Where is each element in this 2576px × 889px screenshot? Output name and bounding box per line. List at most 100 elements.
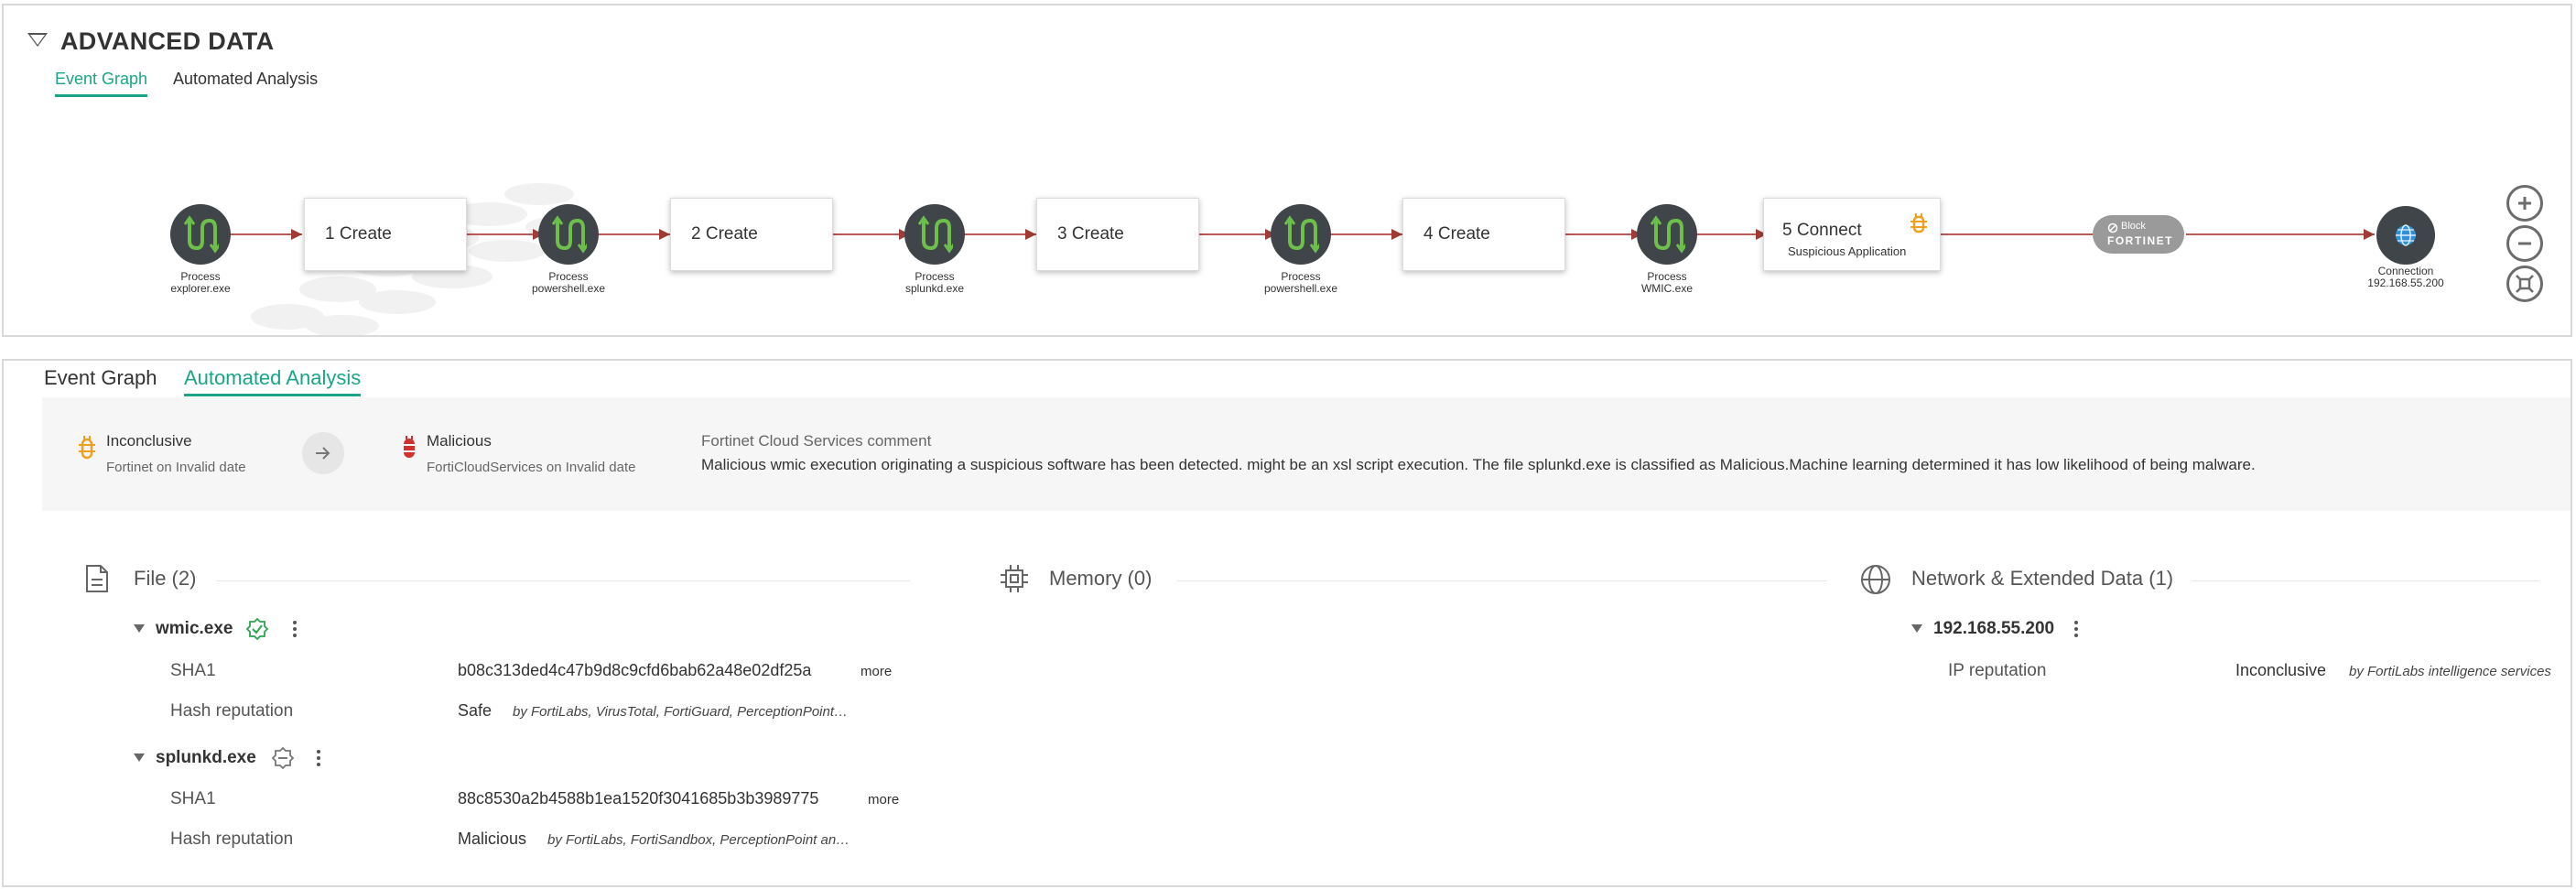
comment-text: Malicious wmic execution originating a s…: [701, 456, 2256, 473]
inconclusive-bug-icon: [1910, 213, 1927, 233]
graph-edge: [231, 233, 302, 235]
event-label: 3 Create: [1057, 224, 1124, 244]
more-link[interactable]: more: [860, 664, 893, 679]
collapse-caret-icon[interactable]: [134, 624, 145, 633]
event-label: 5 Connect: [1782, 221, 1862, 240]
edge-arrowhead: [291, 229, 302, 240]
verdict-to-status: Malicious: [427, 432, 492, 450]
malicious-bug-icon: [401, 436, 417, 458]
event-box-1-create[interactable]: 1 Create: [304, 198, 467, 271]
process-node-powershell-2[interactable]: [1271, 204, 1331, 265]
tab-event-graph[interactable]: Event Graph: [44, 366, 157, 389]
process-icon: [551, 215, 587, 254]
collapse-caret-icon[interactable]: [27, 33, 48, 47]
advanced-data-title: ADVANCED DATA: [60, 27, 275, 55]
hash-reputation-source: by FortiLabs, FortiSandbox, PerceptionPo…: [547, 832, 850, 848]
event-label: 4 Create: [1423, 224, 1490, 244]
tab-automated-analysis[interactable]: Automated Analysis: [173, 70, 319, 88]
arrow-right-icon: [316, 447, 330, 460]
more-options-icon[interactable]: [2074, 621, 2078, 640]
more-options-icon[interactable]: [317, 750, 320, 769]
connection-node[interactable]: [2376, 206, 2435, 265]
hash-reputation-label: Hash reputation: [170, 829, 294, 849]
process-icon: [1650, 215, 1685, 254]
process-node-explorer[interactable]: [170, 204, 231, 265]
plus-icon: [2518, 197, 2531, 210]
advanced-data-panel: ADVANCED DATA Event Graph Automated Anal…: [2, 4, 2572, 337]
block-icon: [2107, 222, 2118, 233]
comment-title: Fortinet Cloud Services comment: [701, 432, 932, 450]
more-link[interactable]: more: [868, 792, 900, 808]
graph-edge: [1199, 233, 1274, 235]
sha1-label: SHA1: [170, 789, 216, 808]
event-box-5-connect[interactable]: 5 Connect Suspicious Application: [1763, 198, 1941, 271]
edge-arrowhead: [659, 229, 670, 240]
more-options-icon[interactable]: [293, 621, 297, 640]
network-section-title: Network & Extended Data (1): [1911, 567, 2174, 590]
event-box-2-create[interactable]: 2 Create: [670, 198, 833, 271]
memory-section-title: Memory (0): [1049, 567, 1153, 590]
verdict-from-status: Inconclusive: [106, 432, 192, 450]
automated-analysis-panel: Event Graph Automated Analysis Inconclus…: [2, 359, 2572, 887]
process-icon: [183, 215, 219, 254]
graph-edge: [965, 233, 1036, 235]
ip-reputation-value: Inconclusive: [2235, 661, 2327, 679]
zoom-out-button[interactable]: [2506, 225, 2543, 262]
globe-icon: [2396, 224, 2416, 246]
process-node-wmic[interactable]: [1637, 204, 1697, 265]
graph-edge: [599, 233, 670, 235]
fit-to-screen-button[interactable]: [2506, 266, 2543, 302]
verdict-change-arrow: [302, 432, 344, 474]
graph-edge: [833, 233, 908, 235]
verdict-to-source: FortiCloudServices on Invalid date: [427, 460, 636, 475]
verdict-strip: Inconclusive Fortinet on Invalid date Ma…: [42, 397, 2571, 511]
graph-edge: [2186, 233, 2375, 235]
graph-edge: [1941, 233, 2094, 235]
process-icon: [1283, 215, 1319, 254]
graph-edge: [467, 233, 542, 235]
verdict-from-source: Fortinet on Invalid date: [106, 460, 246, 475]
fit-screen-icon: [2516, 275, 2534, 293]
sha1-value: b08c313ded4c47b9d8c9cfd6bab62a48e02df25a: [458, 661, 812, 679]
network-ip[interactable]: 192.168.55.200: [1933, 619, 2055, 638]
event-label: 1 Create: [325, 224, 392, 244]
edge-arrowhead: [1025, 229, 1036, 240]
fortinet-block-node[interactable]: Block FORTINET: [2093, 215, 2184, 254]
fortinet-logo-text: FORTINET: [2107, 234, 2173, 247]
minus-icon: [2518, 242, 2531, 245]
hash-reputation-value: Malicious: [458, 829, 527, 848]
memory-chip-icon: [1001, 565, 1028, 592]
ip-reputation-source: by FortiLabs intelligence services: [2349, 664, 2551, 679]
file-name-wmic[interactable]: wmic.exe: [156, 619, 233, 638]
file-icon: [86, 565, 108, 592]
graph-edge: [1697, 233, 1767, 235]
process-node-powershell[interactable]: [538, 204, 599, 265]
collapse-caret-icon[interactable]: [134, 753, 145, 762]
tab-automated-analysis[interactable]: Automated Analysis: [184, 366, 362, 396]
section-divider: [216, 580, 910, 581]
event-box-3-create[interactable]: 3 Create: [1036, 198, 1199, 271]
inconclusive-bug-icon: [79, 436, 95, 460]
sha1-label: SHA1: [170, 661, 216, 680]
graph-edge: [1565, 233, 1640, 235]
graph-edge: [1331, 233, 1402, 235]
collapse-caret-icon[interactable]: [1911, 624, 1922, 633]
event-label: 2 Create: [691, 224, 758, 244]
zoom-in-button[interactable]: [2506, 185, 2543, 222]
safe-check-icon: [245, 617, 269, 641]
section-divider: [2192, 580, 2539, 581]
event-box-4-create[interactable]: 4 Create: [1402, 198, 1565, 271]
process-node-splunkd[interactable]: [904, 204, 965, 265]
tab-event-graph[interactable]: Event Graph: [55, 70, 148, 97]
hash-reputation-label: Hash reputation: [170, 701, 294, 721]
edge-arrowhead: [2364, 229, 2375, 240]
block-label: Block: [2121, 221, 2146, 232]
file-name-splunkd[interactable]: splunkd.exe: [156, 748, 256, 767]
